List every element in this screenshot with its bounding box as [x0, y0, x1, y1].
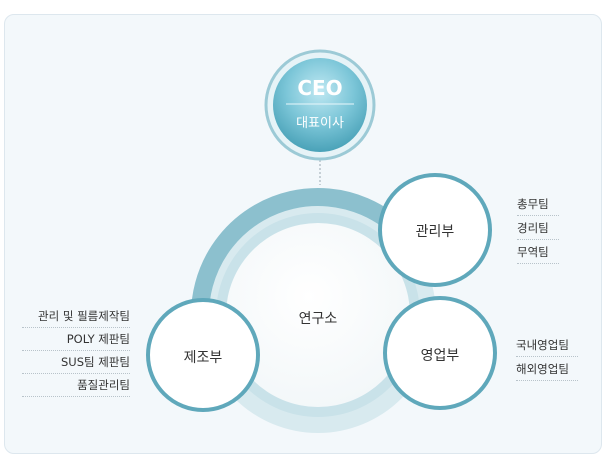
- manufacturing-node: [146, 298, 260, 412]
- manufacturing-label: 제조부: [183, 350, 223, 366]
- ceo-subtitle: 대표이사: [296, 116, 344, 131]
- ceo-title: CEO: [297, 76, 343, 100]
- center-label: 연구소: [298, 311, 338, 327]
- admin-team-item: 경리팀: [517, 220, 559, 240]
- admin-team-item: 총무팀: [517, 196, 559, 216]
- sales-team-item: 해외영업팀: [516, 361, 578, 381]
- sales-label: 영업부: [420, 348, 460, 364]
- center-ring: [191, 188, 445, 442]
- manufacturing-team-item: POLY 제판팀: [22, 331, 130, 351]
- manufacturing-team-item: 관리 및 필름제작팀: [22, 308, 130, 328]
- admin-team-item: 무역팀: [517, 244, 559, 264]
- manufacturing-team-item: 품질관리팀: [22, 377, 130, 397]
- admin-label: 관리부: [415, 224, 455, 240]
- manufacturing-team-item: SUS팀 제판팀: [22, 354, 130, 374]
- admin-node: [378, 173, 492, 287]
- sales-node: [383, 296, 497, 410]
- sales-team-item: 국내영업팀: [516, 337, 578, 357]
- ceo-node: [264, 49, 376, 161]
